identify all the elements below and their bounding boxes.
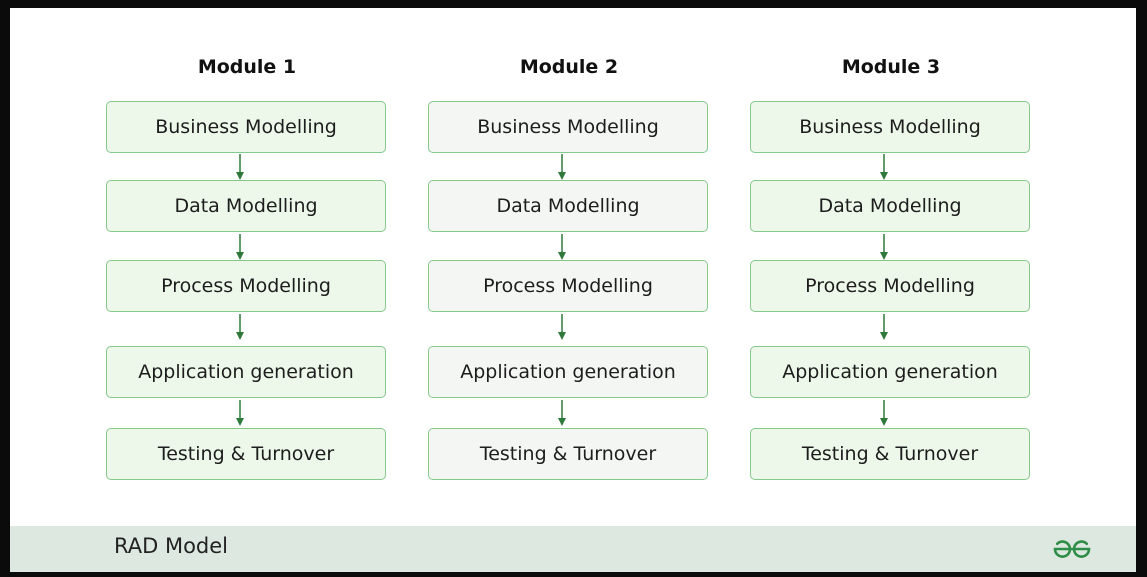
module-3-arrow-1 [880, 154, 888, 180]
module-3-step-process-modelling: Process Modelling [750, 260, 1030, 312]
module-3-arrow-3 [880, 314, 888, 340]
module-2-arrow-1 [558, 154, 566, 180]
diagram-card: Module 1 Business Modelling Data Modelli… [10, 8, 1136, 572]
module-1-title: Module 1 [197, 56, 297, 78]
module-2-step-data-modelling: Data Modelling [428, 180, 708, 232]
module-2-step-testing-turnover: Testing & Turnover [428, 428, 708, 480]
module-2-step-business-modelling: Business Modelling [428, 101, 708, 153]
footer-bar: RAD Model [10, 526, 1136, 572]
module-1-arrow-4 [236, 400, 244, 426]
module-3-arrow-2 [880, 234, 888, 260]
module-3-arrow-4 [880, 400, 888, 426]
module-2-arrow-4 [558, 400, 566, 426]
module-3-step-application-generation: Application generation [750, 346, 1030, 398]
footer-title: RAD Model [114, 534, 229, 558]
module-3-title: Module 3 [841, 56, 941, 78]
module-2-step-process-modelling: Process Modelling [428, 260, 708, 312]
module-1-step-data-modelling: Data Modelling [106, 180, 386, 232]
module-1-step-application-generation: Application generation [106, 346, 386, 398]
module-3-step-business-modelling: Business Modelling [750, 101, 1030, 153]
module-3-step-testing-turnover: Testing & Turnover [750, 428, 1030, 480]
module-1-arrow-3 [236, 314, 244, 340]
module-2-step-application-generation: Application generation [428, 346, 708, 398]
module-1-arrow-2 [236, 234, 244, 260]
module-2-arrow-2 [558, 234, 566, 260]
module-2-arrow-3 [558, 314, 566, 340]
module-3-step-data-modelling: Data Modelling [750, 180, 1030, 232]
module-1-step-testing-turnover: Testing & Turnover [106, 428, 386, 480]
module-1-step-process-modelling: Process Modelling [106, 260, 386, 312]
module-1-step-business-modelling: Business Modelling [106, 101, 386, 153]
module-2-title: Module 2 [519, 56, 619, 78]
geeksforgeeks-logo-icon [1053, 540, 1091, 558]
module-1-arrow-1 [236, 154, 244, 180]
